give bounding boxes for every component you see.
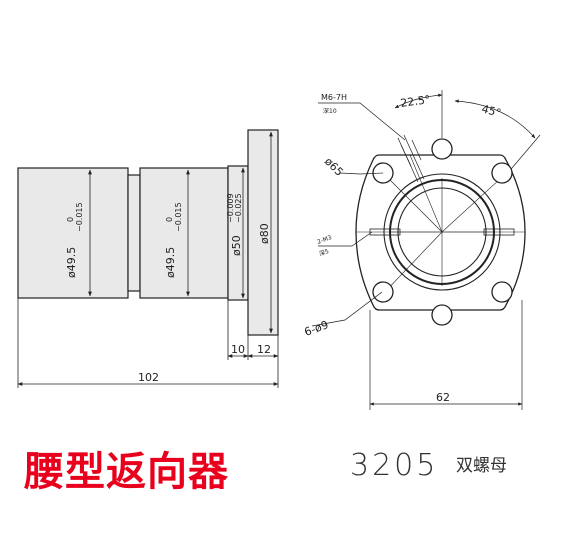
len-spigot-label: 10 — [231, 343, 245, 356]
nut-body-right — [139, 167, 229, 299]
holes-label: 6-ø9 — [303, 318, 331, 339]
nut-body-left — [17, 167, 129, 299]
leaders — [311, 102, 523, 410]
pcd-label: ø65 — [322, 155, 346, 179]
front-view — [355, 154, 526, 311]
tol-body-1-upper: 0 — [66, 217, 75, 222]
thread-label: M6-7H — [321, 93, 347, 102]
mounting-hole — [431, 138, 453, 160]
mounting-hole — [491, 162, 513, 184]
product-type-caption: 腰型返向器 — [24, 449, 229, 495]
tol-body-2-upper: 0 — [165, 217, 174, 222]
angle-large-label: 45° — [480, 102, 502, 120]
dia-body-1-label: ø49.5 — [65, 247, 78, 278]
dia-flange-label: ø80 — [258, 223, 271, 244]
dia-spigot-label: ø50 — [230, 235, 243, 256]
angle-small-label: 22.5° — [400, 93, 432, 110]
oil-hole-depth-label: 深5 — [318, 247, 330, 258]
dia-body-2-label: ø49.5 — [164, 247, 177, 278]
flange-outline — [355, 154, 526, 311]
len-total-label: 102 — [138, 371, 159, 384]
mounting-hole — [372, 281, 394, 303]
nut-spigot — [227, 165, 249, 301]
len-flange-label: 12 — [257, 343, 271, 356]
mounting-holes — [372, 138, 513, 326]
oil-hole-label: 2-M3 — [316, 234, 333, 246]
nut-neck — [127, 174, 141, 292]
mounting-hole — [491, 281, 513, 303]
angle-dims — [394, 90, 541, 169]
width-label: 62 — [436, 391, 450, 404]
nut-type-caption: 双螺母 — [456, 456, 507, 476]
nut-flange — [247, 129, 279, 336]
side-view — [17, 129, 279, 336]
tol-body-2-lower: −0.015 — [174, 202, 183, 232]
tol-spigot-lower: −0.025 — [234, 193, 243, 223]
side-view-lines — [17, 131, 279, 388]
thread-depth-label: 深10 — [323, 107, 337, 115]
threaded-hole — [397, 134, 425, 183]
tol-body-1-lower: −0.015 — [75, 202, 84, 232]
model-caption: 3205 — [350, 448, 439, 483]
tol-spigot-upper: −0.009 — [226, 193, 235, 223]
mounting-hole — [431, 304, 453, 326]
